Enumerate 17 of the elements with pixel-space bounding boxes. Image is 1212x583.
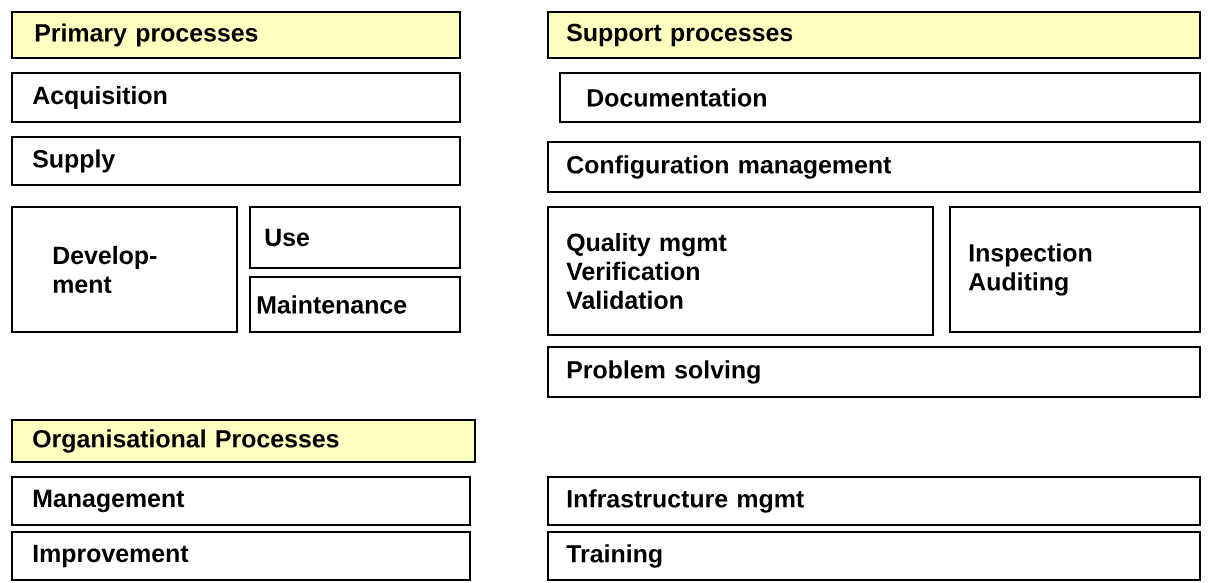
process-box: Problem solving (547, 346, 1201, 398)
process-box: Supply (11, 136, 461, 186)
heading-box: Primary processes (11, 11, 461, 59)
process-box: Inspection Auditing (949, 206, 1201, 333)
process-box: Management (11, 476, 471, 526)
process-box: Quality mgmt Verification Validation (547, 206, 934, 336)
process-box: Develop- ment (11, 206, 238, 333)
heading-box: Organisational Processes (11, 419, 476, 463)
process-box: Configuration management (547, 141, 1201, 193)
process-box: Maintenance (249, 276, 461, 333)
process-box: Documentation (559, 72, 1201, 123)
heading-box: Support processes (547, 11, 1201, 59)
process-box: Improvement (11, 531, 471, 581)
process-box: Infrastructure mgmt (547, 476, 1201, 526)
process-box: Acquisition (11, 72, 461, 123)
process-box: Training (547, 531, 1201, 581)
process-box: Use (249, 206, 461, 269)
